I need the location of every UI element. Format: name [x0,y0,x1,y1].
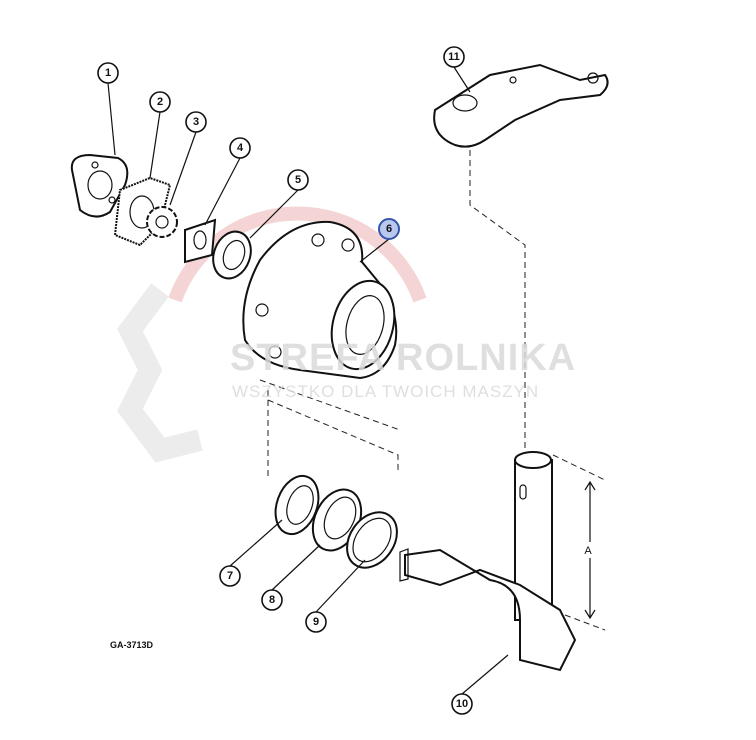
watermark-title: STREFA ROLNIKA [230,337,576,379]
svg-text:11: 11 [448,51,460,63]
dimension-label: A [584,545,592,557]
watermark-subtitle: WSZYSTKO DLA TWOICH MASZYN [232,382,539,401]
callout-11[interactable]: 11 [443,46,465,68]
watermark: STREFA ROLNIKA WSZYSTKO DLA TWOICH MASZY… [230,337,576,401]
svg-text:9: 9 [313,616,319,628]
part-9-ring [346,511,398,569]
callout-8[interactable]: 8 [261,589,283,611]
callout-3[interactable]: 3 [185,111,207,133]
svg-text:8: 8 [269,594,275,606]
part-3-nut [146,206,178,238]
assembly-lines [259,150,606,631]
callout-7[interactable]: 7 [219,565,241,587]
svg-text:4: 4 [237,142,244,154]
svg-text:1: 1 [105,67,111,79]
callout-5[interactable]: 5 [287,169,309,191]
part-5-bearing [212,230,252,280]
leader-lines [107,66,509,695]
part-6-hub [242,220,398,380]
callout-1[interactable]: 1 [97,62,119,84]
watermark-gear-icon [117,283,203,463]
part-1-flange [70,153,129,218]
callout-10[interactable]: 10 [451,693,473,715]
callout-6-highlighted[interactable]: 6 [378,218,400,240]
svg-text:10: 10 [456,698,468,710]
dimension-a: A [580,480,596,620]
drawing-code: GA-3713D [110,640,154,650]
svg-text:7: 7 [227,570,233,582]
callout-4[interactable]: 4 [229,137,251,159]
part-11-steering-arm [433,63,609,148]
part-10-spindle [399,451,577,672]
callout-2[interactable]: 2 [149,91,171,113]
callout-9[interactable]: 9 [305,611,327,633]
part-4-washer [184,218,217,264]
svg-text:3: 3 [193,116,199,128]
svg-text:2: 2 [157,96,163,108]
svg-text:6: 6 [386,223,392,235]
svg-text:5: 5 [295,174,301,186]
